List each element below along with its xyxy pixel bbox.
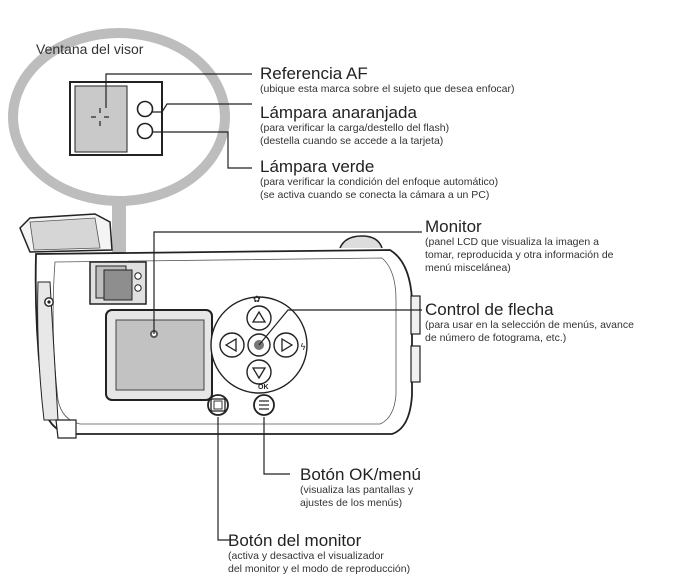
callout-monitor-title: Monitor (425, 217, 482, 236)
callout-green-title: Lámpara verde (260, 157, 375, 176)
callout-orange-desc-1: (para verificar la carga/destello del fl… (260, 122, 450, 134)
leader-lines (105, 73, 252, 169)
callout-arrow: Control de flecha (para usar en la selec… (425, 300, 634, 345)
svg-text:ϟ: ϟ (300, 343, 306, 353)
callout-ok-desc-2: ajustes de los menús) (300, 497, 403, 509)
ok-mark: OK (258, 384, 269, 391)
callout-af-title: Referencia AF (260, 64, 368, 83)
callout-orange-desc-2: (destella cuando se accede a la tarjeta) (260, 135, 444, 147)
callout-orange: Lámpara anaranjada (para verificar la ca… (260, 103, 449, 148)
ok-menu-button: OK (253, 384, 275, 416)
callout-monbtn-desc-2: del monitor y el modo de reproducción) (228, 563, 411, 575)
callout-arrow-title: Control de flecha (425, 300, 554, 319)
viewfinder-window (69, 81, 163, 156)
callout-monitor-desc-2: tomar, reproducida y otra información de (425, 249, 614, 261)
callout-arrow-desc-2: de número de fotograma, etc.) (425, 332, 567, 344)
callout-green: Lámpara verde (para verificar la condici… (260, 157, 498, 202)
monitor-button (207, 394, 229, 416)
callout-monbtn-title: Botón del monitor (228, 531, 362, 550)
callout-af-desc: (ubique esta marca sobre el sujeto que d… (260, 83, 515, 95)
callout-monitor: Monitor (panel LCD que visualiza la imag… (425, 217, 614, 275)
callout-monitor-desc-3: menú misceláneа) (425, 262, 511, 274)
callout-green-desc-2: (se activa cuando se conecta la cámara a… (260, 189, 490, 201)
callout-monbtn-desc-1: (activa y desactiva el visualizador (228, 550, 384, 562)
callout-orange-title: Lámpara anaranjada (260, 103, 417, 122)
svg-text:✿: ✿ (253, 295, 261, 305)
viewfinder-title: Ventana del visor (36, 41, 144, 57)
callout-green-desc-1: (para verificar la condición del enfoque… (260, 176, 499, 188)
af-reference-mark (91, 108, 109, 126)
callout-ok-desc-1: (visualiza las pantallas y (300, 484, 414, 496)
callout-ok: Botón OK/menú (visualiza las pantallas y… (300, 465, 421, 510)
callout-arrow-desc-1: (para usar en la selección de menús, ava… (425, 319, 634, 331)
callout-af: Referencia AF (ubique esta marca sobre e… (260, 64, 515, 96)
callout-monitor-desc-1: (panel LCD que visualiza la imagen a (425, 236, 599, 248)
camera-body: ✿ ϟ OK (19, 213, 421, 439)
camera-leader-lines (153, 231, 422, 541)
callout-monbtn: Botón del monitor (activa y desactiva el… (228, 531, 410, 576)
callout-ok-title: Botón OK/menú (300, 465, 421, 484)
